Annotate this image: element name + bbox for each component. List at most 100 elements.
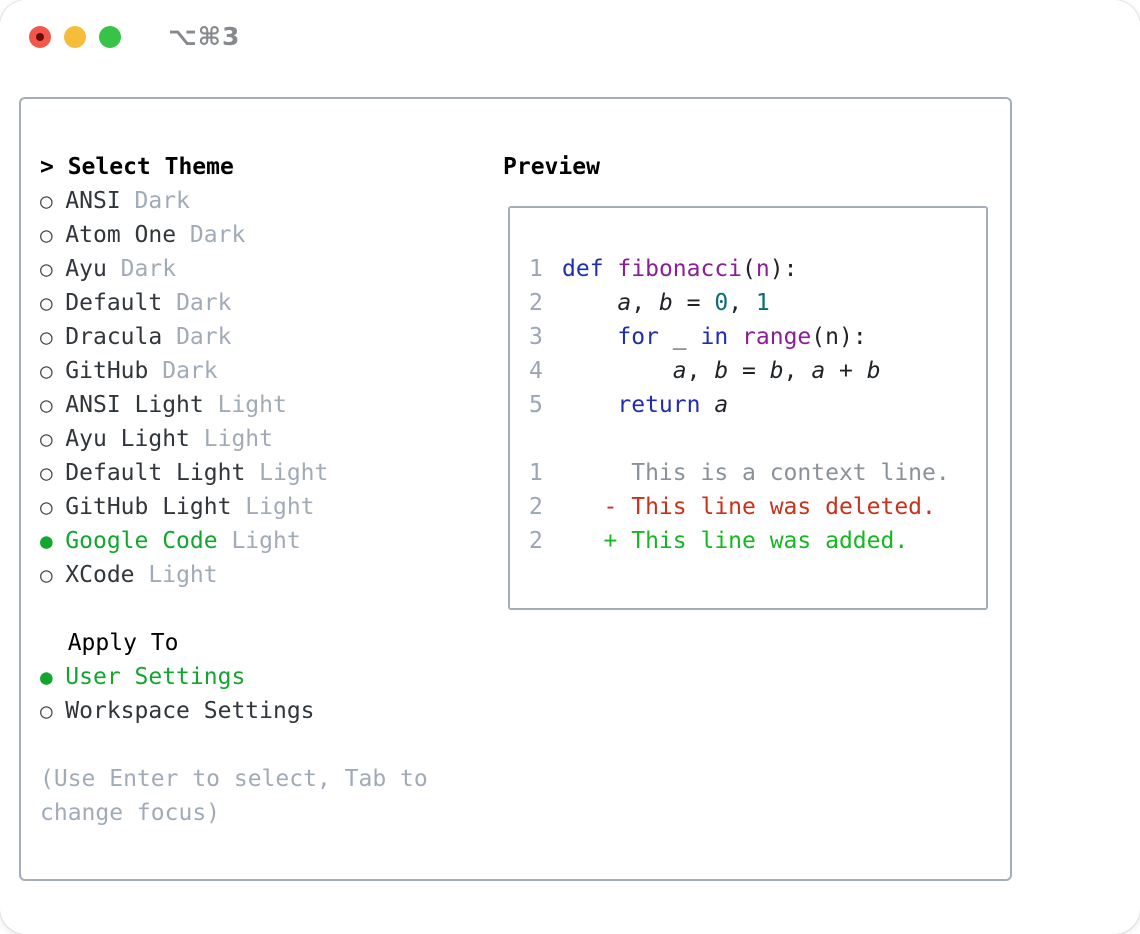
theme-variant-badge: Dark bbox=[134, 188, 190, 214]
close-dot-icon bbox=[36, 33, 44, 41]
help-text: (Use Enter to select, Tab to change focus… bbox=[40, 762, 428, 830]
diff-content: This is a context line. bbox=[562, 460, 950, 486]
code-content: def fibonacci(n): bbox=[562, 256, 798, 282]
apply-option-user-settings[interactable]: ● User Settings bbox=[40, 660, 428, 694]
line-number: 3 bbox=[529, 324, 543, 350]
theme-variant-badge: Dark bbox=[120, 256, 177, 282]
titlebar: ⌥⌘3 bbox=[0, 0, 1140, 75]
line-number: 4 bbox=[529, 358, 543, 384]
diff-line-context: 1 This is a context line. bbox=[529, 456, 986, 490]
radio-selected-icon: ● bbox=[40, 665, 53, 689]
radio-unselected-icon: ○ bbox=[40, 461, 53, 485]
theme-variant-badge: Light bbox=[217, 392, 287, 418]
radio-unselected-icon: ○ bbox=[40, 427, 53, 451]
help-line: change focus) bbox=[40, 800, 221, 826]
theme-variant-badge: Dark bbox=[176, 324, 232, 350]
radio-unselected-icon: ○ bbox=[40, 189, 53, 213]
theme-name: ANSI Light bbox=[65, 392, 204, 418]
theme-variant-badge: Light bbox=[231, 528, 301, 554]
diff-content: - This line was deleted. bbox=[562, 494, 936, 520]
theme-option-default-dark[interactable]: ○ Default Dark bbox=[40, 286, 428, 320]
code-line: 3 for _ in range(n): bbox=[529, 320, 986, 354]
theme-option-github-light-light[interactable]: ○ GitHub Light Light bbox=[40, 490, 428, 524]
selection-caret-icon: > bbox=[40, 154, 54, 180]
line-number: 5 bbox=[529, 392, 543, 418]
radio-unselected-icon: ○ bbox=[40, 291, 53, 315]
theme-option-dracula-dark[interactable]: ○ Dracula Dark bbox=[40, 320, 428, 354]
preview-title: Preview bbox=[503, 154, 600, 180]
radio-selected-icon: ● bbox=[40, 529, 53, 553]
theme-option-ansi-dark[interactable]: ○ ANSI Dark bbox=[40, 184, 428, 218]
radio-unselected-icon: ○ bbox=[40, 257, 53, 281]
theme-name: Atom One bbox=[65, 222, 177, 248]
apply-to-list: ● User Settings ○ Workspace Settings bbox=[40, 660, 428, 728]
code-content: a, b = b, a + b bbox=[672, 358, 881, 384]
apply-to-header: Apply To bbox=[40, 626, 428, 660]
theme-name: XCode bbox=[65, 562, 135, 588]
radio-unselected-icon: ○ bbox=[40, 223, 53, 247]
theme-name: GitHub bbox=[65, 358, 149, 384]
apply-to-section: Apply To ● User Settings ○ Workspace Settin… bbox=[40, 626, 428, 728]
radio-unselected-icon: ○ bbox=[40, 563, 53, 587]
window-title: ⌥⌘3 bbox=[168, 22, 241, 51]
code-content: return a bbox=[617, 392, 729, 418]
theme-option-ansi-light-light[interactable]: ○ ANSI Light Light bbox=[40, 388, 428, 422]
theme-variant-badge: Light bbox=[245, 494, 315, 520]
theme-option-ayu-dark[interactable]: ○ Ayu Dark bbox=[40, 252, 428, 286]
zoom-button[interactable] bbox=[99, 26, 121, 48]
line-number: 2 bbox=[529, 290, 543, 316]
theme-name: Google Code bbox=[65, 528, 218, 554]
line-number: 1 bbox=[529, 460, 543, 486]
line-number: 2 bbox=[529, 528, 543, 554]
line-number: 2 bbox=[529, 494, 543, 520]
help-line: (Use Enter to select, Tab to bbox=[40, 766, 428, 792]
radio-unselected-icon: ○ bbox=[40, 393, 53, 417]
theme-name: GitHub Light bbox=[65, 494, 232, 520]
minimize-button[interactable] bbox=[64, 26, 86, 48]
theme-name: Ayu bbox=[65, 256, 107, 282]
radio-unselected-icon: ○ bbox=[40, 495, 53, 519]
theme-variant-badge: Dark bbox=[189, 222, 246, 248]
select-theme-header: >Select Theme bbox=[40, 150, 428, 184]
blank-line bbox=[529, 422, 986, 456]
code-line: 5 return a bbox=[529, 388, 986, 422]
diff-line-added: 2 + This line was added. bbox=[529, 524, 986, 558]
radio-unselected-icon: ○ bbox=[40, 325, 53, 349]
apply-option-label: User Settings bbox=[65, 664, 246, 690]
theme-name: Default Light bbox=[65, 460, 246, 486]
close-button[interactable] bbox=[29, 26, 51, 48]
theme-variant-badge: Light bbox=[259, 460, 329, 486]
theme-option-ayu-light-light[interactable]: ○ Ayu Light Light bbox=[40, 422, 428, 456]
theme-name: ANSI bbox=[65, 188, 121, 214]
apply-option-workspace-settings[interactable]: ○ Workspace Settings bbox=[40, 694, 428, 728]
theme-option-default-light-light[interactable]: ○ Default Light Light bbox=[40, 456, 428, 490]
theme-variant-badge: Dark bbox=[176, 290, 232, 316]
radio-unselected-icon: ○ bbox=[40, 359, 53, 383]
code-content: a, b = 0, 1 bbox=[617, 290, 770, 316]
diff-content: + This line was added. bbox=[562, 528, 909, 554]
theme-name: Ayu Light bbox=[65, 426, 190, 452]
apply-option-label: Workspace Settings bbox=[65, 698, 315, 724]
theme-variant-badge: Dark bbox=[162, 358, 218, 384]
theme-name: Default bbox=[65, 290, 163, 316]
code-line: 2 a, b = 0, 1 bbox=[529, 286, 986, 320]
theme-option-google-code-light[interactable]: ● Google Code Light bbox=[40, 524, 428, 558]
code-line: 4 a, b = b, a + b bbox=[529, 354, 986, 388]
theme-name: Dracula bbox=[65, 324, 163, 350]
apply-to-title: Apply To bbox=[67, 630, 179, 656]
diff-line-deleted: 2 - This line was deleted. bbox=[529, 490, 986, 524]
preview-header: Preview bbox=[503, 150, 600, 184]
theme-option-atom-one-dark[interactable]: ○ Atom One Dark bbox=[40, 218, 428, 252]
code-line: 1 def fibonacci(n): bbox=[529, 252, 986, 286]
radio-unselected-icon: ○ bbox=[40, 699, 53, 723]
line-number: 1 bbox=[529, 256, 543, 282]
theme-variant-badge: Light bbox=[203, 426, 273, 452]
theme-option-github-dark[interactable]: ○ GitHub Dark bbox=[40, 354, 428, 388]
